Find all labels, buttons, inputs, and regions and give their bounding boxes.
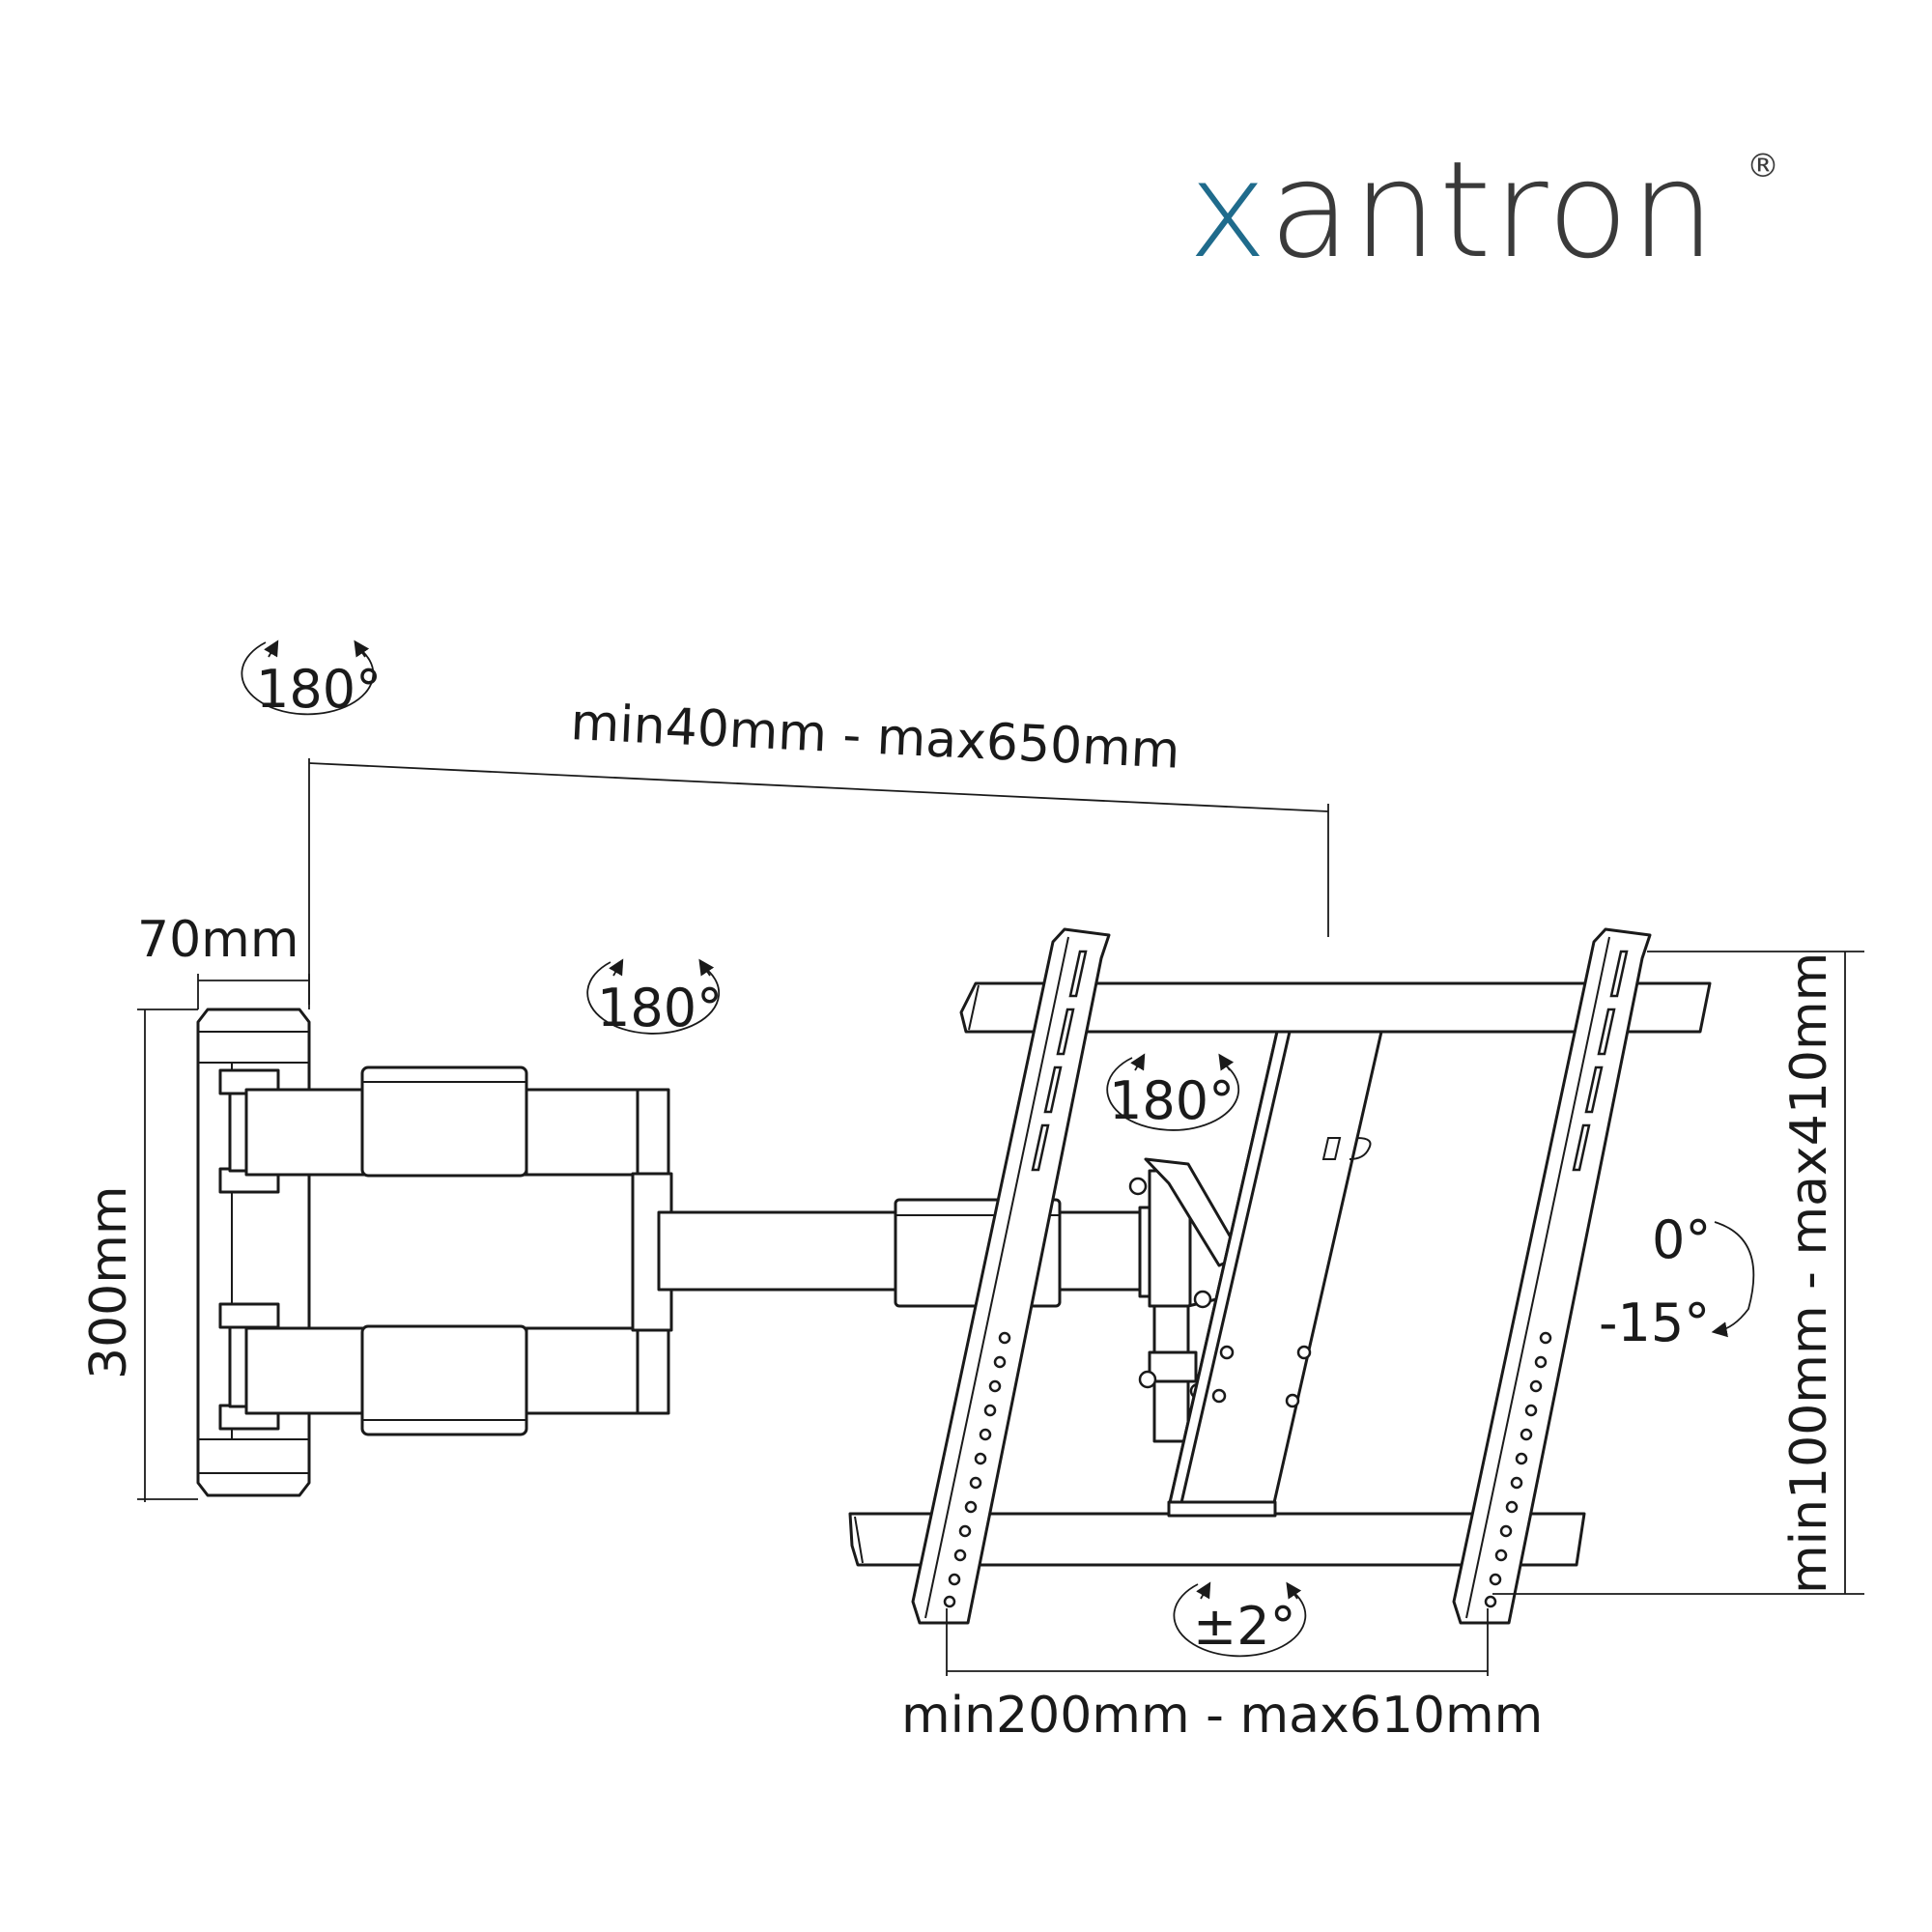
- middle-arm: [631, 1172, 1180, 1332]
- wall-height-label: 300mm: [80, 1185, 138, 1379]
- left-vesa-bracket: [911, 927, 1111, 1625]
- wall-plate: [196, 1008, 311, 1497]
- swivel-wall-label: 180°: [256, 659, 382, 720]
- bottom-rail: [848, 1500, 1586, 1567]
- dimension-arm-extension: [308, 758, 1329, 1005]
- swivel-head-label: 180°: [1109, 1070, 1235, 1131]
- logo-letter-x: x: [1188, 132, 1269, 288]
- dimension-wall-height: [137, 1009, 198, 1502]
- rotation-label: ±2°: [1193, 1596, 1296, 1657]
- swivel-arm-indicator: 180°: [586, 958, 723, 1038]
- swivel-head-indicator: 180°: [1106, 1053, 1240, 1131]
- dimension-vesa-vertical: [1492, 951, 1864, 1595]
- arm-extension-label: min40mm - max650mm: [569, 694, 1180, 781]
- tilt-down-label: -15°: [1599, 1293, 1710, 1353]
- top-rail: [959, 981, 1712, 1034]
- lower-arm: [244, 1324, 670, 1436]
- right-vesa-bracket: [1452, 927, 1652, 1625]
- svg-text:xantron: xantron: [1188, 132, 1717, 288]
- upper-arm: [244, 1065, 670, 1178]
- brand-logo: xantron ®: [1188, 132, 1779, 288]
- vesa-center-plate: [1167, 1030, 1383, 1509]
- rotation-indicator: ±2°: [1173, 1581, 1307, 1658]
- dimension-vesa-horizontal: [946, 1608, 1489, 1676]
- vesa-vertical-label: min100mm - max410mm: [1780, 952, 1838, 1594]
- swivel-arm-label: 180°: [597, 978, 723, 1038]
- swivel-wall-indicator: 180°: [241, 639, 382, 720]
- wall-depth-label: 70mm: [137, 911, 298, 969]
- tilt-indicator: 0° -15°: [1599, 1209, 1755, 1353]
- tilt-up-label: 0°: [1652, 1209, 1711, 1270]
- tilt-mechanism: [1128, 1157, 1243, 1443]
- vesa-horizontal-label: min200mm - max610mm: [901, 1687, 1543, 1745]
- registered-mark: ®: [1747, 147, 1779, 185]
- logo-letters: antron: [1269, 132, 1718, 288]
- dimension-wall-depth: [197, 974, 310, 1009]
